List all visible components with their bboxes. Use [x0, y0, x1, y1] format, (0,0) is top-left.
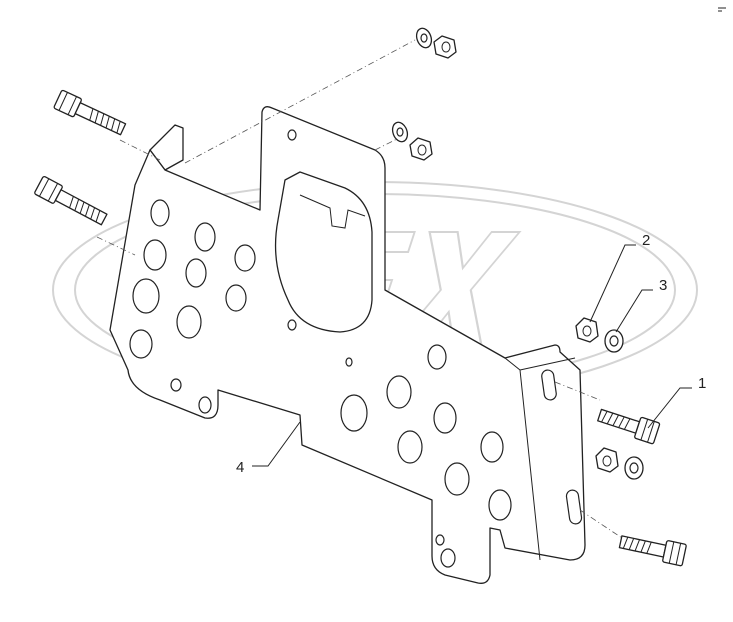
small-hole	[287, 129, 297, 141]
lower-hole-cluster	[340, 344, 512, 568]
corner-mark	[718, 7, 726, 12]
callout-3: 3	[615, 277, 667, 333]
callout-4: 4	[236, 421, 301, 476]
mid-washer	[391, 121, 409, 143]
mid-nut	[409, 137, 433, 161]
right-upper-nut	[575, 317, 599, 343]
callout-4-label: 4	[236, 459, 244, 476]
assembly-line	[579, 509, 626, 541]
top-nut	[433, 35, 457, 59]
left-hole-cluster	[129, 199, 256, 414]
top-washer	[415, 27, 433, 49]
callout-1-label: 1	[698, 375, 706, 392]
lower-slot	[565, 489, 583, 525]
right-lower-bolt	[618, 535, 687, 567]
center-cutout-notch	[299, 194, 366, 229]
plate-outline	[109, 106, 586, 584]
callout-2-label: 2	[642, 232, 650, 249]
assembly-line	[554, 381, 601, 401]
callout-3-label: 3	[659, 277, 667, 294]
assembly-line	[119, 139, 161, 161]
assembly-line	[96, 236, 136, 256]
plate-right-fold	[504, 357, 576, 561]
callout-1: 1	[647, 375, 706, 429]
assembly-line	[184, 39, 416, 164]
bracket-plate	[109, 106, 586, 584]
small-hole	[345, 357, 353, 367]
right-lower-nut	[595, 447, 619, 473]
upper-left-bolt	[53, 89, 127, 136]
small-hole	[287, 319, 297, 331]
callout-2: 2	[589, 232, 650, 323]
right-upper-washer	[604, 329, 624, 353]
right-upper-bolt	[597, 408, 661, 445]
lower-left-bolt	[34, 175, 108, 226]
upper-slot	[541, 369, 557, 401]
right-lower-washer	[624, 456, 644, 480]
